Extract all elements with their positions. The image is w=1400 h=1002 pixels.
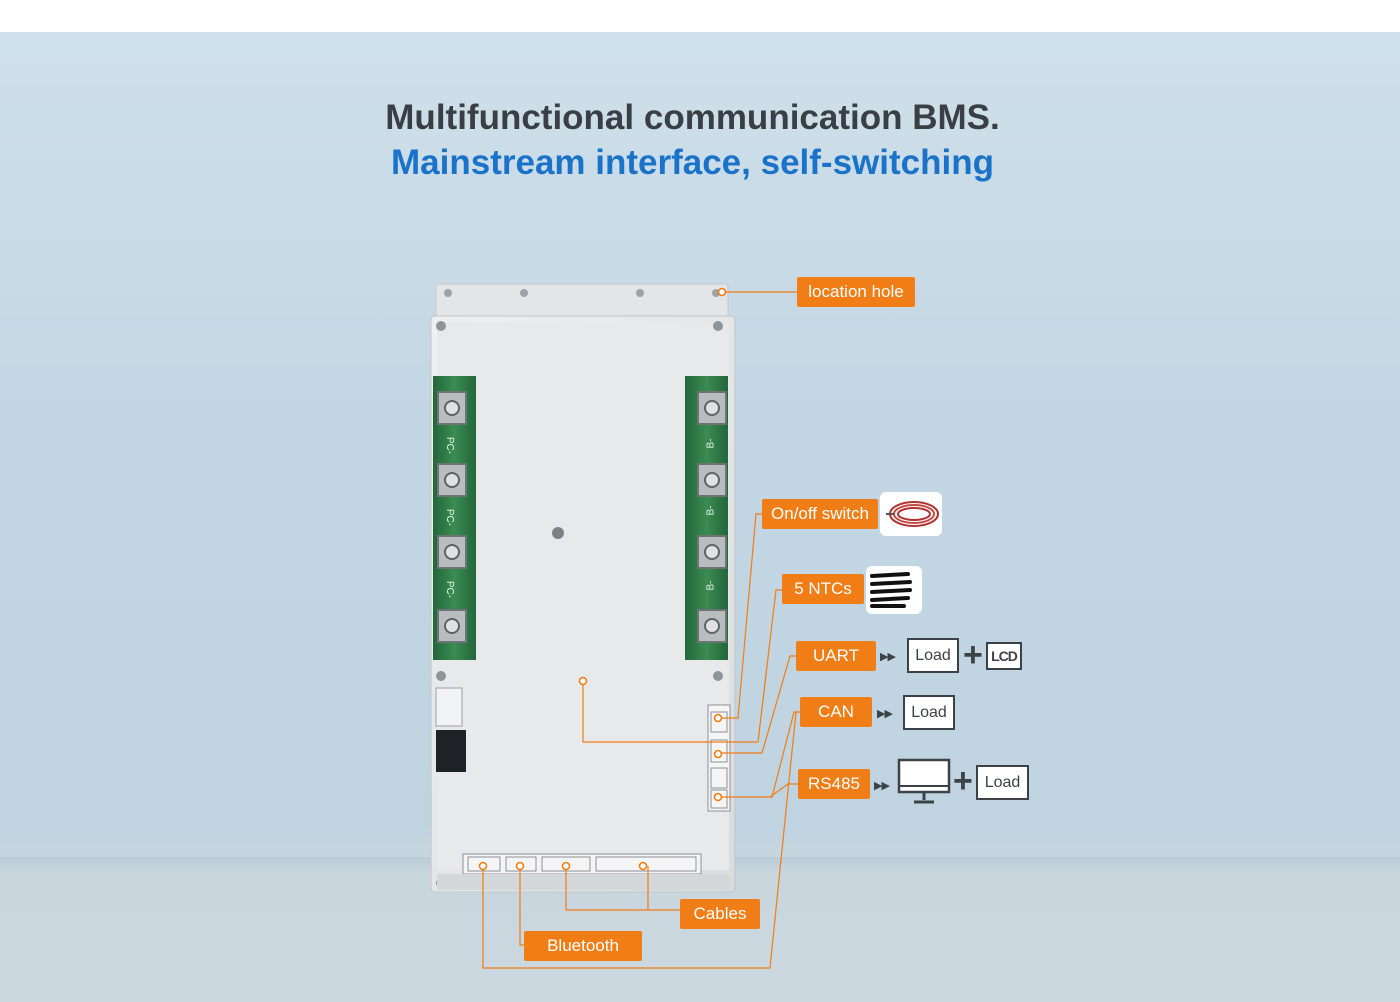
ntc-cable-thumbnail bbox=[866, 566, 922, 614]
can-load-box: Load bbox=[903, 695, 955, 730]
callout-location-hole: location hole bbox=[797, 277, 915, 307]
uart-load-box: Load bbox=[907, 638, 959, 673]
title-line-2: Mainstream interface, self-switching bbox=[391, 143, 994, 182]
rs485-arrow-icon: ▶▶ bbox=[874, 780, 890, 792]
black-connector bbox=[436, 730, 466, 772]
screw-hole bbox=[636, 289, 644, 297]
coiled-cable-icon bbox=[886, 501, 939, 527]
callout-ntcs: 5 NTCs bbox=[782, 574, 864, 604]
callout-cables: Cables bbox=[680, 899, 760, 929]
switch-cable-thumbnail bbox=[880, 492, 942, 536]
plus-icon: + bbox=[963, 636, 983, 674]
callout-bluetooth: Bluetooth bbox=[524, 931, 642, 961]
ntc-wires-icon bbox=[870, 572, 912, 608]
callout-can: CAN bbox=[800, 697, 872, 727]
plus-icon: + bbox=[953, 762, 973, 800]
callout-on-off-switch: On/off switch bbox=[762, 499, 878, 529]
monitor-icon bbox=[897, 758, 951, 804]
can-arrow-icon: ▶▶ bbox=[877, 708, 893, 720]
callout-uart: UART bbox=[796, 641, 876, 671]
title-line-1: Multifunctional communication BMS. bbox=[385, 98, 1000, 137]
rs485-load-box: Load bbox=[976, 765, 1029, 800]
uart-arrow-icon: ▶▶ bbox=[880, 651, 896, 663]
screw-hole bbox=[520, 289, 528, 297]
lcd-icon: LCD bbox=[986, 642, 1022, 670]
callout-rs485: RS485 bbox=[798, 769, 870, 799]
screw-hole bbox=[444, 289, 452, 297]
